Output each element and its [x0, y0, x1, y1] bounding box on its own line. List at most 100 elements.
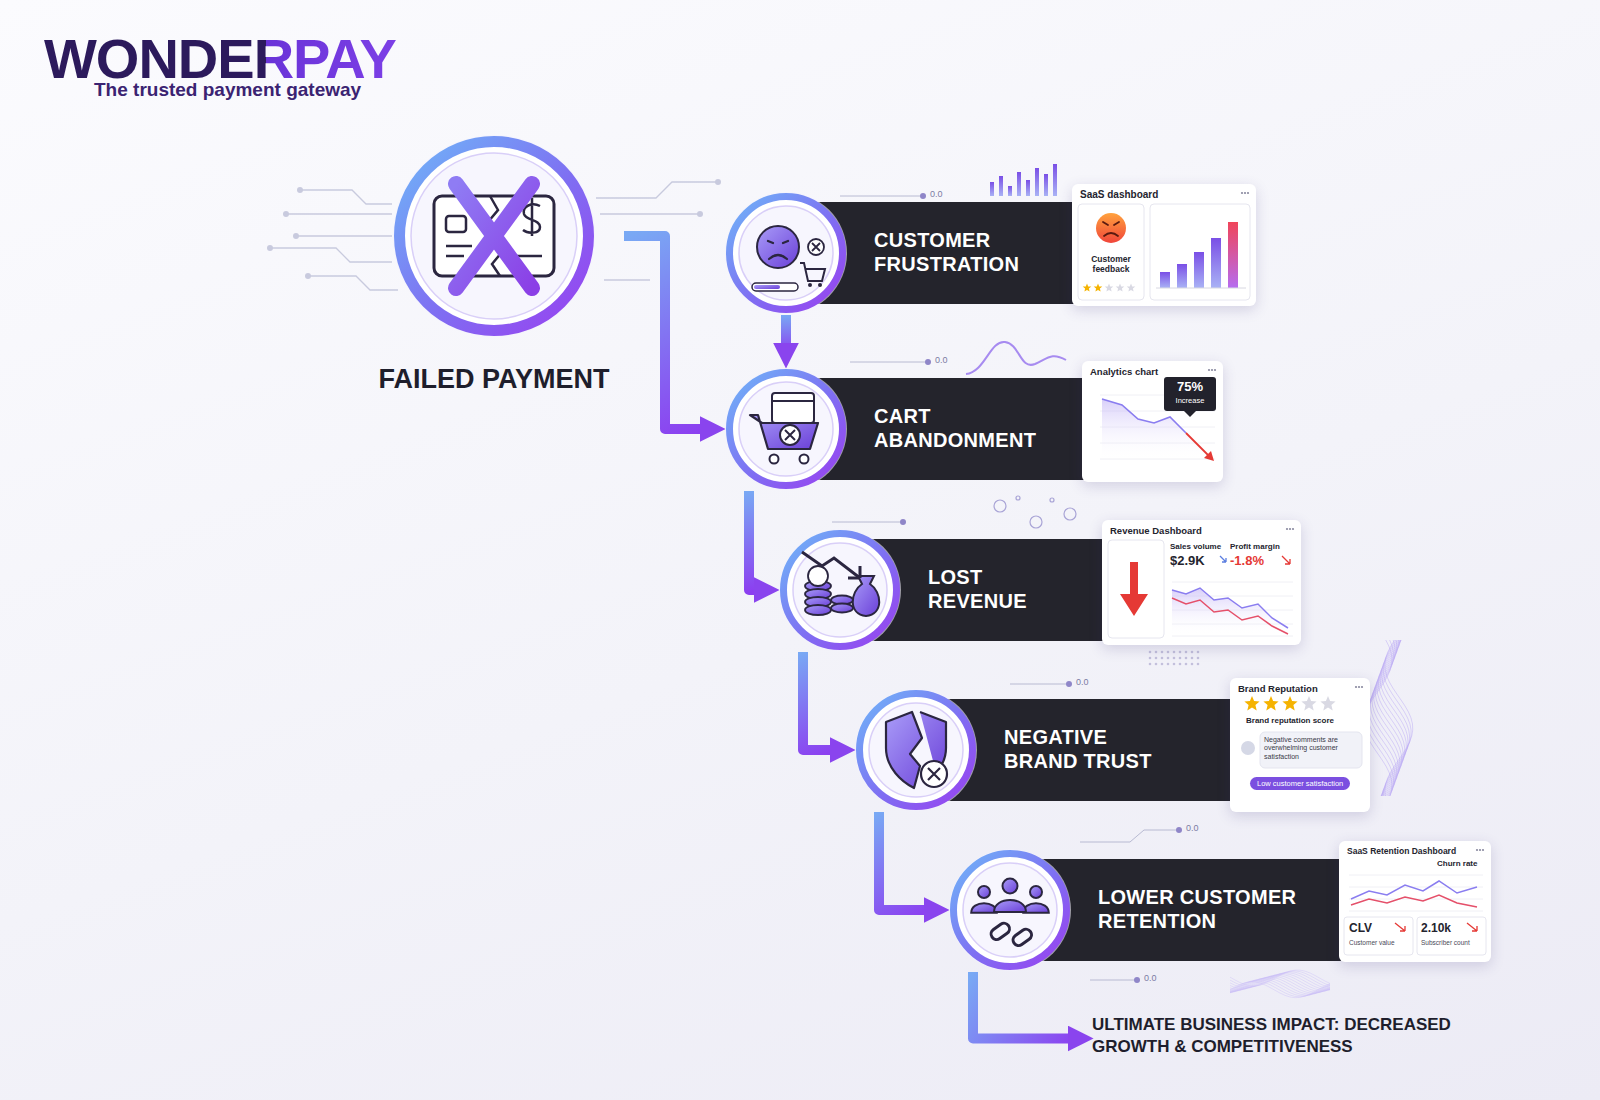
graphic-part	[308, 276, 398, 290]
panel	[1150, 204, 1250, 300]
metric-label: Sales volume	[1170, 542, 1221, 552]
flow-arrow	[749, 491, 764, 590]
x-mark	[812, 243, 820, 251]
person-head	[1030, 886, 1042, 898]
money-bag	[853, 576, 880, 616]
metric-value: 2.10k	[1421, 921, 1451, 935]
wave-line	[966, 342, 1066, 374]
coin	[831, 604, 853, 613]
graphic-part	[949, 849, 1071, 971]
graphic-part	[1100, 369, 1216, 461]
graphic-part	[1241, 686, 1363, 768]
x-badge	[808, 239, 824, 255]
down-arrow	[1120, 562, 1148, 616]
graphic-part	[1080, 830, 1176, 842]
grid-dot	[1173, 657, 1176, 660]
card-title: SaaS dashboard	[1080, 189, 1158, 201]
card-title: Revenue Dashboard	[1110, 525, 1202, 536]
coin-face	[808, 566, 828, 586]
graphic-part	[1064, 508, 1076, 520]
mini-cart	[800, 263, 825, 281]
churn-line	[1351, 881, 1477, 899]
ribbon-line	[1382, 640, 1410, 796]
card-title: SaaS Retention Dashboard	[1347, 846, 1456, 856]
dashboard-card: SaaS dashboardCustomer feedback	[1072, 184, 1256, 306]
graphic-part	[925, 359, 931, 365]
step-icon	[854, 688, 978, 812]
process-step: LOST REVENUE	[778, 528, 1110, 652]
rating-star	[1282, 696, 1297, 711]
menu-dot	[1211, 369, 1213, 371]
grid-dot	[1185, 663, 1188, 666]
graphic-part	[1010, 684, 1066, 685]
halo	[779, 529, 901, 651]
graphic-part	[286, 213, 392, 214]
icon-ring	[784, 534, 897, 647]
graphic-part	[1176, 827, 1182, 833]
data-tag: 0.0	[1144, 974, 1157, 984]
sad-face	[757, 226, 799, 268]
inner-ring	[411, 153, 577, 319]
metric-box	[1417, 917, 1486, 955]
dashboard-card: SaaS Retention DashboardChurn rateCLVCus…	[1339, 841, 1491, 962]
area-fill	[1172, 588, 1288, 636]
flow-arrow	[879, 812, 934, 910]
inner-ring	[739, 382, 833, 476]
chain-link	[1011, 927, 1034, 947]
metric-value: $2.9K	[1170, 553, 1205, 569]
inner-ring	[963, 863, 1057, 957]
grid-dot	[1149, 657, 1152, 660]
grid-dot	[1179, 657, 1182, 660]
metric-label: Subscriber count	[1421, 939, 1470, 947]
broken-shield	[886, 712, 946, 788]
grid-dot	[1167, 657, 1170, 660]
ribbon-line	[1230, 980, 1330, 996]
halo	[855, 689, 977, 811]
graphic-part	[1066, 681, 1072, 687]
menu-dot	[1355, 686, 1357, 688]
ribbon-line	[1230, 982, 1330, 998]
stat-caption: Increase	[1164, 396, 1216, 405]
step-icon	[948, 848, 1072, 972]
grid-dot	[1161, 651, 1164, 654]
cart-wheel	[808, 283, 812, 287]
graphic-part	[840, 196, 920, 197]
graphic-part	[1026, 180, 1030, 196]
dashboard-card: Analytics chart75%Increase	[1082, 361, 1223, 482]
graphic-part	[1053, 164, 1057, 196]
menu-dot	[1214, 369, 1216, 371]
person-body	[971, 903, 997, 913]
person-body	[994, 900, 1026, 912]
bar	[1211, 238, 1221, 288]
grid-dot	[1149, 651, 1152, 654]
bar	[1160, 272, 1170, 288]
comment-text: Negative comments are overwhelming custo…	[1264, 736, 1358, 761]
menu-dot	[1208, 369, 1210, 371]
coin	[805, 605, 831, 615]
graphic-part	[994, 500, 1006, 512]
flow-arrow	[781, 315, 791, 353]
grid-line	[1349, 875, 1483, 876]
graphic-part	[725, 192, 847, 314]
menu-dot	[1361, 686, 1363, 688]
axis	[1156, 288, 1246, 289]
small-arrow	[1282, 556, 1290, 564]
menu-dot	[1292, 528, 1294, 530]
face-features	[768, 241, 788, 259]
graphic-part	[697, 211, 703, 217]
trend-line-red	[1186, 433, 1210, 457]
person-head	[978, 886, 990, 898]
icon-ring	[860, 694, 973, 807]
grid-dot	[1179, 663, 1182, 666]
score-label: Brand reputation score	[1246, 716, 1334, 726]
tooltip-pointer	[1184, 411, 1196, 417]
small-arrow	[1220, 556, 1226, 562]
rating-star	[1301, 696, 1316, 711]
metric-value: -1.8%	[1230, 553, 1264, 569]
outcome-text: ULTIMATE BUSINESS IMPACT: DECREASED GROW…	[1092, 1014, 1512, 1063]
rating-star	[1105, 284, 1114, 292]
browser-window	[772, 393, 814, 423]
tooltip	[1164, 377, 1216, 411]
trend-line	[1172, 588, 1288, 628]
trend-line-red	[1172, 598, 1288, 634]
